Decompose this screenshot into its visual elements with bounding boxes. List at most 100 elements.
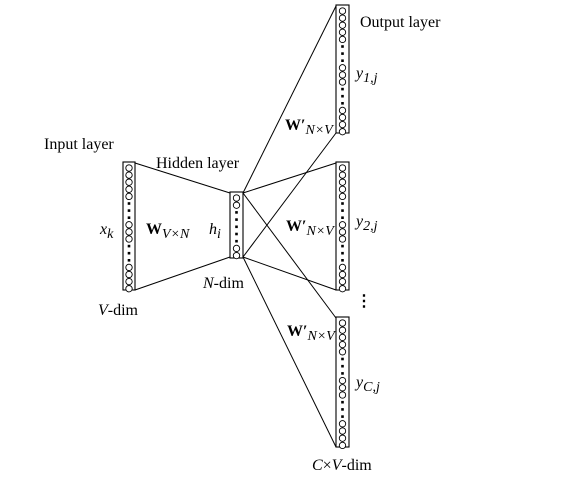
neuron	[338, 441, 347, 450]
neuron	[338, 64, 347, 72]
input-layer-box	[122, 161, 136, 293]
output-dimension-label: C×V-dim	[312, 457, 372, 474]
ellipsis-dot	[127, 202, 131, 205]
neuron	[338, 28, 347, 36]
ellipsis-dot	[341, 216, 344, 219]
neuron	[338, 120, 347, 129]
neuron	[338, 376, 347, 385]
neuron	[338, 333, 347, 342]
hidden-vector-label: hi	[209, 221, 221, 242]
ellipsis-dot	[341, 202, 344, 205]
neuron	[125, 164, 133, 172]
output-layer-box-2	[335, 161, 350, 293]
output1-vector-label: y1,j	[354, 65, 378, 86]
output-panels-ellipsis: ⋮	[356, 293, 372, 310]
neuron	[125, 235, 133, 243]
layer-boxes	[122, 4, 350, 450]
neuron	[338, 71, 347, 79]
hidden-outputC-edge-bottom	[242, 256, 337, 448]
ellipsis-dot	[127, 216, 131, 219]
ellipsis-dot	[341, 87, 344, 91]
neuron	[338, 178, 347, 186]
hidden-output2-edge-bottom	[242, 256, 337, 291]
neuron	[338, 391, 347, 399]
outputC-vector-label: yC,j	[354, 374, 380, 395]
ellipsis-dot	[341, 357, 344, 361]
neuron	[232, 244, 241, 253]
output-weight-matrix-label-3: W′N×V	[287, 323, 336, 344]
ellipsis-dot	[341, 408, 344, 411]
input-layer-label: Input layer	[44, 136, 114, 153]
ellipsis-dot	[235, 218, 238, 221]
output-layer-label: Output layer	[360, 14, 441, 31]
neuron	[338, 7, 347, 15]
neuron	[125, 277, 133, 286]
neuron	[338, 277, 347, 286]
neuron	[338, 128, 347, 136]
ellipsis-dot	[341, 244, 344, 248]
ellipsis-dot	[341, 364, 344, 368]
output2-vector-label: y2,j	[354, 213, 378, 234]
neuron	[338, 21, 347, 29]
hidden-layer-label: Hidden layer	[156, 155, 240, 172]
neuron	[125, 270, 133, 279]
neuron	[338, 192, 347, 201]
neuron	[338, 348, 347, 356]
input-hidden-edge-top	[134, 162, 231, 194]
neuron	[338, 14, 347, 22]
ellipsis-dot	[341, 94, 344, 98]
neuron	[338, 427, 347, 435]
neuron	[338, 420, 347, 428]
neuron	[125, 221, 133, 229]
neuron	[338, 319, 347, 327]
ellipsis-dot	[235, 225, 238, 229]
ellipsis-dot	[127, 209, 131, 212]
ellipsis-dot	[341, 415, 344, 418]
hidden-output1-edge-top	[242, 5, 337, 194]
neuron	[232, 251, 241, 260]
ellipsis-dot	[235, 232, 238, 236]
neuron	[338, 221, 347, 229]
ellipsis-dot	[341, 372, 344, 375]
neuron	[125, 178, 133, 186]
ellipsis-dot	[127, 259, 131, 262]
neuron	[125, 192, 133, 201]
neuron	[232, 201, 241, 209]
neuron	[125, 285, 133, 293]
neuron	[338, 285, 347, 293]
hidden-layer-box	[229, 191, 244, 260]
ellipsis-dot	[235, 239, 238, 243]
neuron	[338, 78, 347, 86]
neuron	[338, 164, 347, 172]
output-weight-matrix-label-1: W′N×V	[285, 117, 334, 138]
ellipsis-dot	[127, 251, 131, 255]
output-weight-matrix-label-2: W′N×V	[286, 218, 335, 239]
neuron	[338, 228, 347, 236]
output-layer-box-c	[335, 316, 350, 450]
ellipsis-dot	[341, 52, 344, 55]
hidden-dimension-label: N-dim	[202, 275, 244, 292]
connections	[134, 5, 337, 448]
neuron	[338, 185, 347, 193]
neuron	[338, 434, 347, 442]
neuron	[338, 263, 347, 272]
hidden-output1-edge-bottom	[242, 132, 337, 258]
neuron	[125, 263, 133, 272]
ellipsis-dot	[341, 251, 344, 255]
neuron	[338, 35, 347, 44]
neuron	[338, 270, 347, 279]
hidden-output2-edge-top	[242, 162, 337, 194]
ellipsis-dot	[127, 244, 131, 248]
input-hidden-edge-bottom	[134, 256, 231, 291]
input-weight-matrix-label: WV×N	[146, 221, 190, 242]
ellipsis-dot	[341, 209, 344, 212]
neuron	[125, 185, 133, 193]
neuron	[338, 171, 347, 179]
ellipsis-dot	[235, 211, 238, 214]
ellipsis-dot	[341, 59, 344, 62]
neuron	[338, 106, 347, 115]
output-layer-box-1	[335, 4, 350, 136]
neuron	[125, 171, 133, 179]
neuron	[338, 340, 347, 349]
